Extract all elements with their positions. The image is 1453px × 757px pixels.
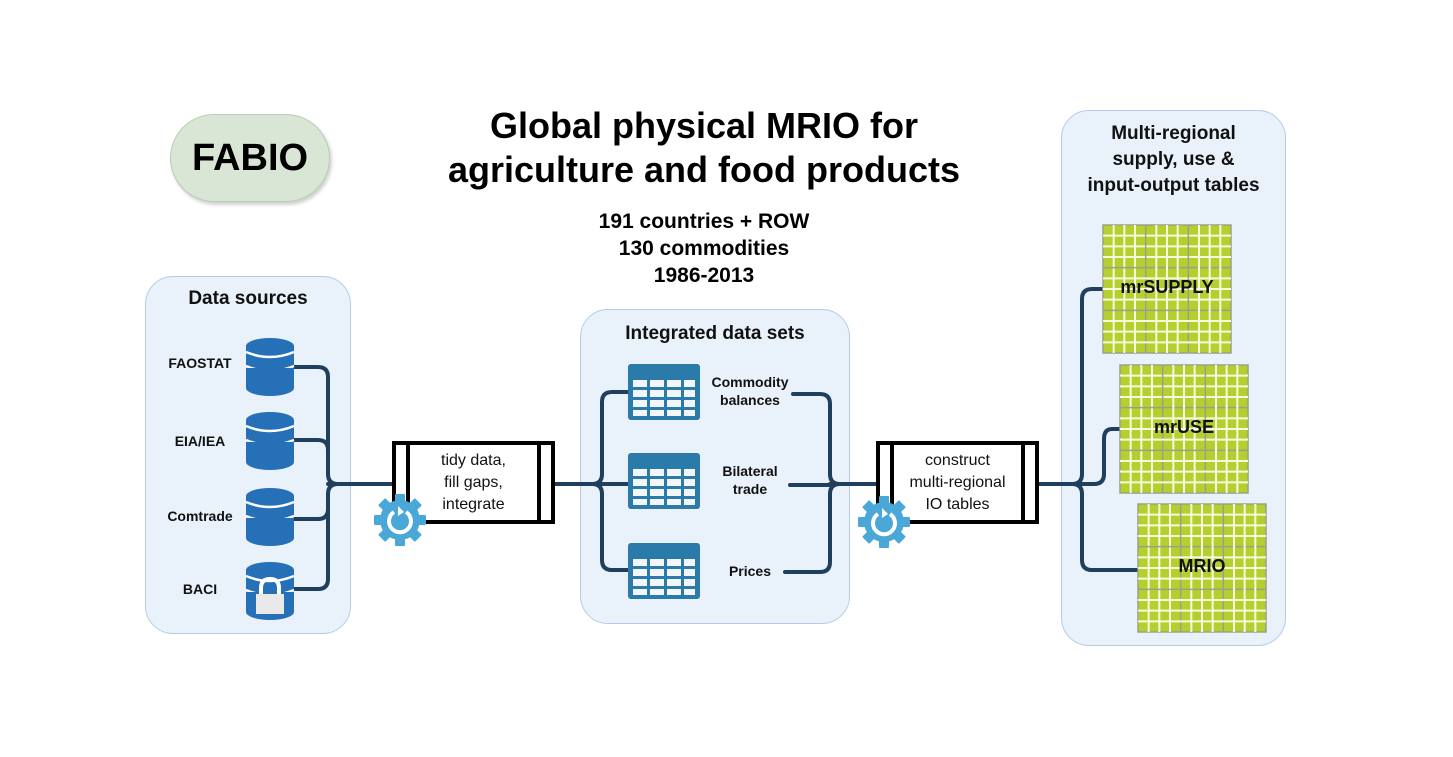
process-tidy-text: tidy data, fill gaps, integrate — [396, 450, 551, 516]
matrix-grid-icon — [1102, 224, 1232, 354]
label-line: trade — [732, 481, 768, 497]
matrix-label-mrsupply: mrSUPPLY — [1120, 277, 1214, 297]
integrated-label-prices: Prices — [728, 563, 772, 579]
label-line: balances — [720, 392, 780, 408]
process-bar-right — [537, 441, 541, 524]
integrated-label-commodity-balances: Commodity balances — [700, 373, 800, 409]
outputs-title: Multi-regional supply, use & input-outpu… — [1062, 121, 1285, 199]
fabio-badge: FABIO — [170, 114, 330, 202]
title-line-2: agriculture and food products — [447, 149, 960, 190]
locked-database-icon-baci — [244, 560, 296, 622]
process-bar-left — [406, 441, 410, 524]
outputs-title-line-3: input-output tables — [1087, 175, 1260, 196]
integrated-data-title: Integrated data sets — [625, 323, 805, 344]
process-bar-left — [890, 441, 894, 524]
connector-mrio — [1070, 482, 1140, 572]
matrix-mruse: mrUSE — [1119, 364, 1249, 494]
process-line: construct — [925, 452, 990, 469]
gear-refresh-icon-process1 — [372, 492, 428, 548]
label-line: Bilateral — [722, 463, 778, 479]
process-line: multi-regional — [909, 474, 1006, 491]
title-line-1: Global physical MRIO for — [489, 105, 919, 146]
process-construct-text: construct multi-regional IO tables — [880, 450, 1035, 516]
diagram-subtitle: 191 countries + ROW 130 commodities 1986… — [400, 208, 1008, 289]
process-tidy-integrate: tidy data, fill gaps, integrate — [392, 441, 555, 524]
outputs-title-line-2: supply, use & — [1112, 149, 1235, 170]
label-line: Commodity — [711, 374, 789, 390]
source-label-faostat: FAOSTAT — [168, 355, 232, 371]
source-label-comtrade: Comtrade — [167, 508, 233, 524]
outputs-title-line-1: Multi-regional — [1111, 123, 1236, 144]
matrix-mrio: MRIO — [1137, 503, 1267, 633]
process-line: tidy data, — [441, 452, 506, 469]
data-sources-title: Data sources — [188, 288, 308, 309]
gear-refresh-icon-process2 — [856, 494, 912, 550]
matrix-grid-icon — [1119, 364, 1249, 494]
subtitle-years: 1986-2013 — [653, 264, 755, 287]
source-label-eia-iea: EIA/IEA — [174, 433, 226, 449]
process-bar-right — [1021, 441, 1025, 524]
process-line: integrate — [442, 496, 505, 513]
connector-mruse — [1080, 427, 1122, 486]
diagram-title: Global physical MRIO for agriculture and… — [400, 104, 1008, 192]
matrix-mrsupply: mrSUPPLY — [1102, 224, 1232, 354]
connector-prices — [590, 482, 632, 572]
matrix-label-mruse: mrUSE — [1153, 417, 1215, 437]
matrix-label-mrio: MRIO — [1178, 556, 1226, 576]
matrix-grid-icon — [1137, 503, 1267, 633]
source-label-baci: BACI — [182, 581, 218, 597]
connector-eia — [290, 438, 330, 452]
process-line: fill gaps, — [444, 474, 503, 491]
integrated-label-bilateral-trade: Bilateral trade — [700, 462, 800, 498]
subtitle-commodities: 130 commodities — [618, 237, 790, 260]
process-line: IO tables — [925, 496, 990, 513]
subtitle-countries: 191 countries + ROW — [598, 210, 810, 233]
process-construct-io: construct multi-regional IO tables — [876, 441, 1039, 524]
